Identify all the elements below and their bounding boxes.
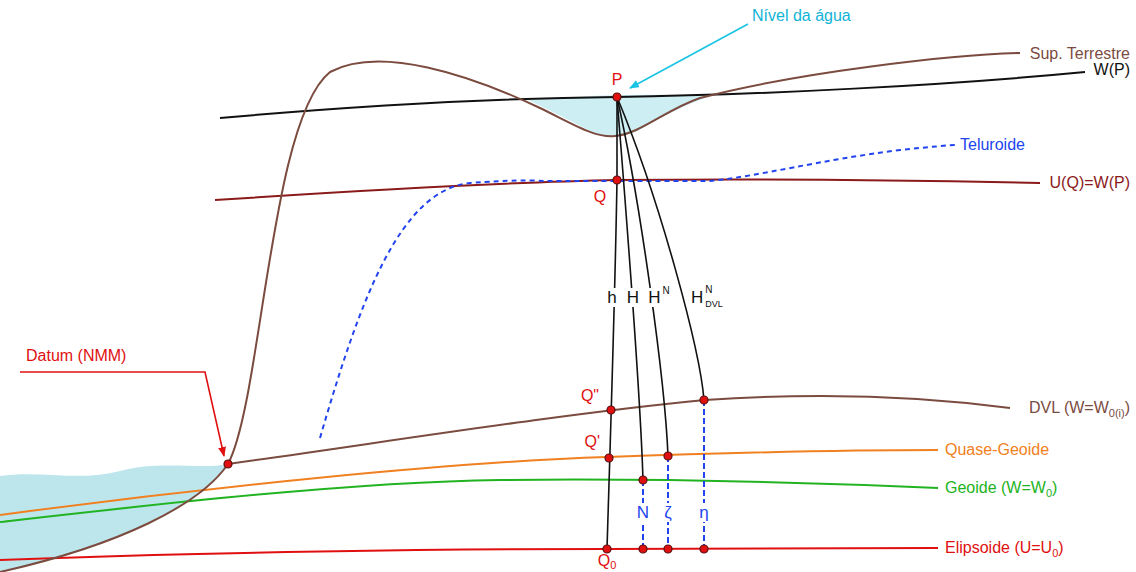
- water-level-label: Nível da água: [752, 8, 851, 24]
- quasigeoid-line: [0, 450, 938, 515]
- surface-label: Sup. Terrestre: [1030, 46, 1130, 62]
- surface-label: 0: [1046, 488, 1052, 499]
- geoid-line: [0, 480, 938, 522]
- surface-label: Geoide (W=W: [945, 480, 1046, 496]
- point-label: Q": [581, 388, 599, 404]
- point-label: Q': [585, 434, 601, 450]
- ellipsoid-line: [0, 548, 938, 560]
- height-symbol: N: [662, 285, 671, 297]
- datum-label: Datum (NMM): [26, 348, 126, 364]
- surface-label: 0: [1052, 548, 1058, 559]
- point: [639, 476, 647, 484]
- point: [700, 396, 708, 404]
- point: [224, 460, 232, 468]
- separation-symbol: N: [636, 503, 650, 522]
- equipotential-line: [220, 72, 1085, 118]
- point-label: Q: [594, 189, 606, 205]
- height-symbol: H: [690, 288, 704, 307]
- points: [224, 93, 708, 553]
- dvl-height-line: [617, 97, 704, 400]
- point: [664, 545, 672, 553]
- point: [613, 93, 621, 101]
- surface-label: Quase-Geoide: [945, 442, 1049, 458]
- telluroid-line: [320, 145, 955, 438]
- dvl-offset-line: [703, 400, 705, 549]
- separation-symbol: η: [698, 503, 709, 522]
- surface-label: 0(i): [1109, 408, 1125, 419]
- normal-potential-line: [215, 179, 1040, 200]
- normal-height-line: [617, 97, 668, 456]
- datum-leader: [20, 372, 224, 456]
- point-label: P: [612, 72, 623, 88]
- point: [700, 545, 708, 553]
- height-symbol: H: [626, 288, 640, 307]
- surface-label: DVL (W=W: [1029, 400, 1109, 416]
- terrain-line: [0, 53, 1020, 572]
- surface-label: U(Q)=W(P): [1050, 175, 1130, 191]
- surface-label: ): [1052, 480, 1057, 496]
- height-symbol: h: [606, 288, 617, 307]
- water-leader: [630, 24, 748, 88]
- height-symbol: N: [704, 284, 713, 296]
- dvl-line: [228, 396, 1010, 464]
- point-label: Q: [598, 553, 610, 569]
- point: [603, 545, 611, 553]
- point: [607, 406, 615, 414]
- point-label: 0: [610, 560, 616, 571]
- point: [639, 545, 647, 553]
- surface-label: W(P): [1094, 62, 1130, 78]
- surface-label: Elipsoide (U=U: [945, 540, 1052, 556]
- point: [664, 452, 672, 460]
- separation-symbol: ζ: [663, 503, 673, 522]
- point: [605, 454, 613, 462]
- surface-label: ): [1125, 400, 1130, 416]
- ellipsoidal-height-line: [607, 97, 617, 549]
- point: [613, 176, 621, 184]
- surface-label: ): [1058, 540, 1063, 556]
- height-symbol: H: [647, 288, 661, 307]
- surface-label: Teluroide: [960, 137, 1025, 153]
- height-symbol: DVL: [704, 299, 724, 310]
